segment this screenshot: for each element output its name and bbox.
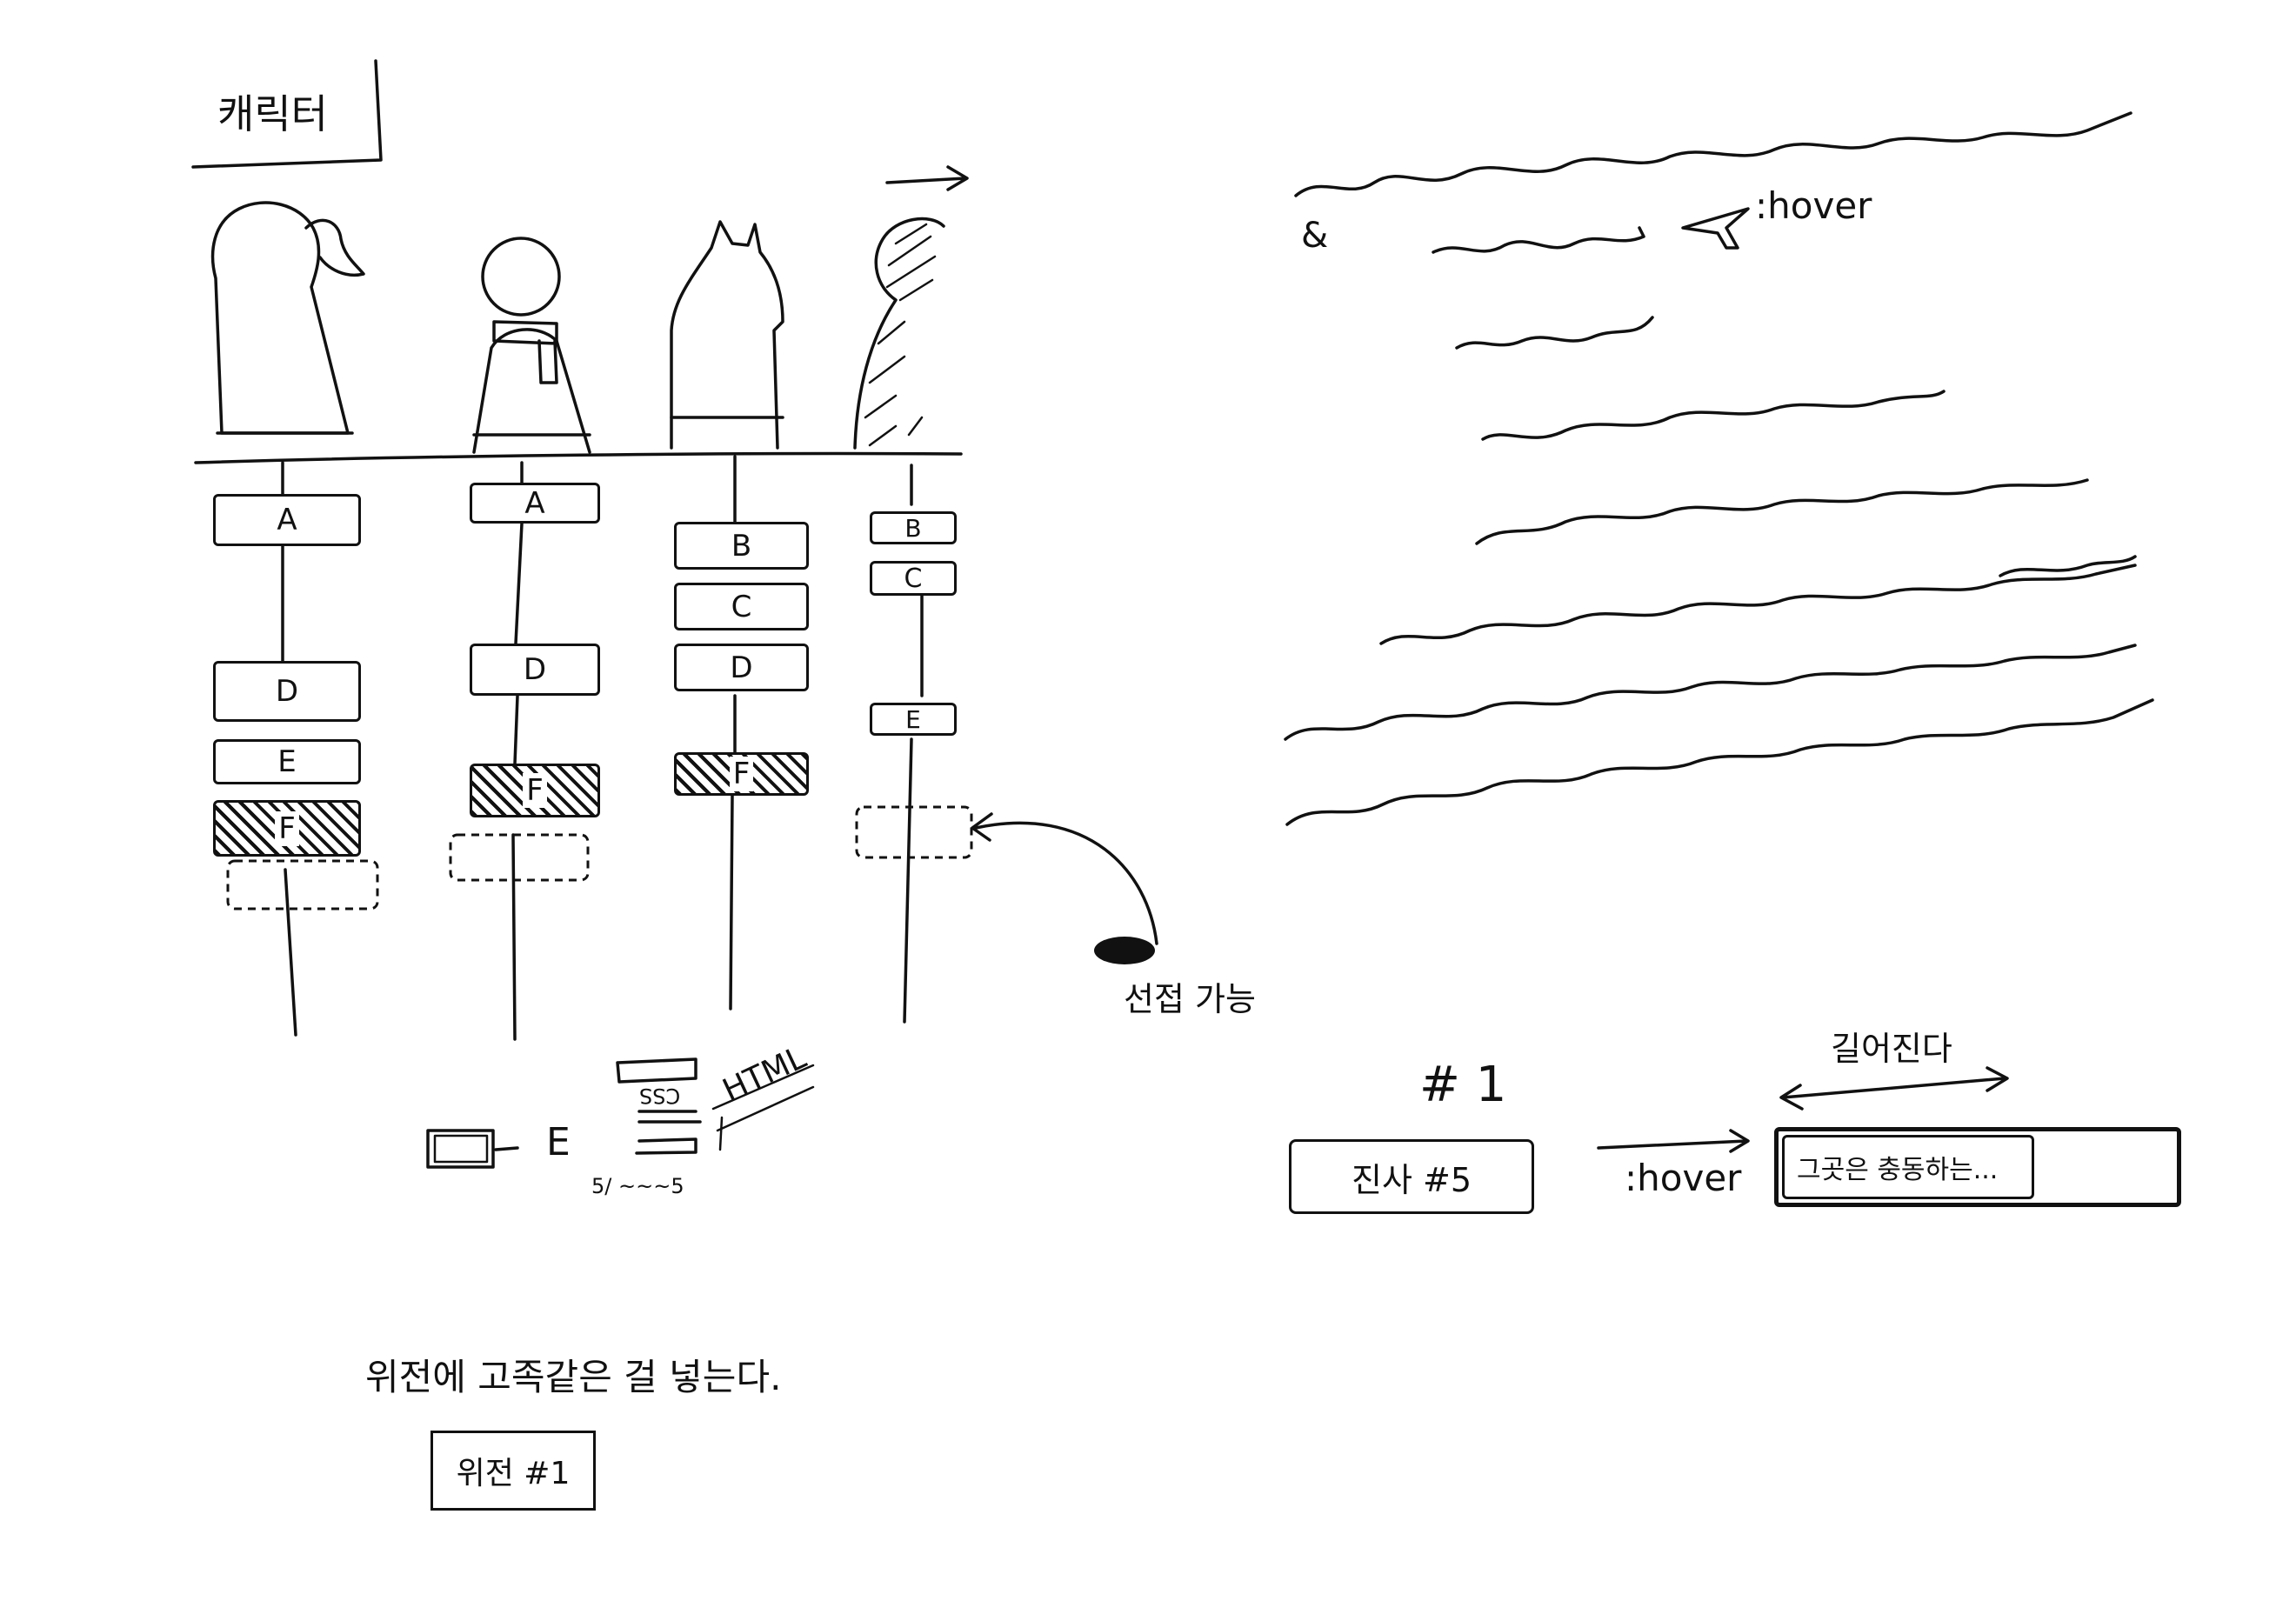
column-item-label: E (905, 704, 921, 734)
column-item-label: D (523, 652, 547, 687)
hover-mark: & (1301, 216, 1329, 256)
hover-arrow (1597, 1129, 1750, 1153)
scribbled-out-mark (1094, 937, 1155, 964)
cursor-icon (1681, 207, 1750, 250)
character-2-figure (472, 237, 591, 454)
column-2-item-d[interactable]: D (470, 644, 600, 696)
button-hover-note: :hover (1625, 1157, 1742, 1199)
selectable-slots (226, 805, 973, 911)
character-1-figure (210, 201, 365, 435)
hover-note: :hover (1755, 184, 1872, 227)
expand-note: 길어진다 (1831, 1030, 1952, 1068)
bottom-item-label: 위전 #1 (456, 1456, 571, 1491)
section-number: # 1 (1419, 1057, 1507, 1113)
column-3-item-d[interactable]: D (674, 644, 809, 691)
column-item-label: F (275, 810, 299, 846)
character-4-figure (853, 217, 945, 450)
expand-arrow (1779, 1066, 2009, 1111)
character-3-figure (670, 220, 784, 450)
scroll-right-arrow (885, 165, 969, 191)
text-placeholder-lines (1284, 111, 2154, 826)
column-item-label: F (523, 773, 547, 808)
column-stems (281, 455, 924, 1041)
column-item-label: A (277, 503, 297, 537)
column-1-item-a[interactable]: A (213, 494, 361, 546)
expanded-button-text-area: 그곳은 충동하는... (1782, 1135, 2034, 1199)
select-note: 선접 가능 (1124, 980, 1256, 1018)
column-item-label: B (904, 513, 922, 543)
bottom-item-box[interactable]: 위전 #1 (430, 1431, 596, 1511)
page-title: 캐릭터 (217, 90, 328, 137)
column-3-item-b[interactable]: B (674, 522, 809, 570)
title-frame (191, 59, 383, 169)
mini-diagram (426, 1057, 815, 1169)
column-item-label: C (904, 563, 923, 594)
select-note-arrow (971, 812, 1158, 945)
expanded-button[interactable]: 그곳은 충동하는... (1774, 1127, 2181, 1207)
column-4-item-b[interactable]: B (870, 511, 957, 544)
column-4-item-e[interactable]: E (870, 703, 957, 736)
column-3-item-c[interactable]: C (674, 583, 809, 630)
mini-css-label: CSS (639, 1084, 681, 1108)
mini-scribble-label: 5/ ~~~5 (591, 1174, 684, 1198)
column-2-item-f[interactable]: F (470, 764, 600, 817)
column-item-label: E (277, 744, 297, 779)
column-item-label: B (731, 528, 752, 564)
character-button-label: 진사 #5 (1351, 1160, 1472, 1199)
baseline (194, 451, 963, 464)
column-2-item-a[interactable]: A (470, 483, 600, 524)
column-item-label: D (730, 650, 753, 685)
column-1-item-d[interactable]: D (213, 661, 361, 722)
column-item-label: A (524, 485, 545, 521)
column-3-item-f[interactable]: F (674, 752, 809, 796)
column-1-item-f[interactable]: F (213, 800, 361, 857)
expanded-button-text: 그곳은 충동하는... (1797, 1155, 1999, 1185)
character-button[interactable]: 진사 #5 (1289, 1139, 1534, 1214)
bottom-note: 위전에 고족같은 걸 넣는다. (365, 1356, 782, 1398)
column-item-label: F (729, 757, 754, 791)
column-1-item-e[interactable]: E (213, 739, 361, 784)
column-item-label: C (731, 589, 752, 624)
column-item-label: D (275, 674, 299, 709)
column-4-item-c[interactable]: C (870, 561, 957, 596)
mini-e-label: E (546, 1120, 571, 1164)
